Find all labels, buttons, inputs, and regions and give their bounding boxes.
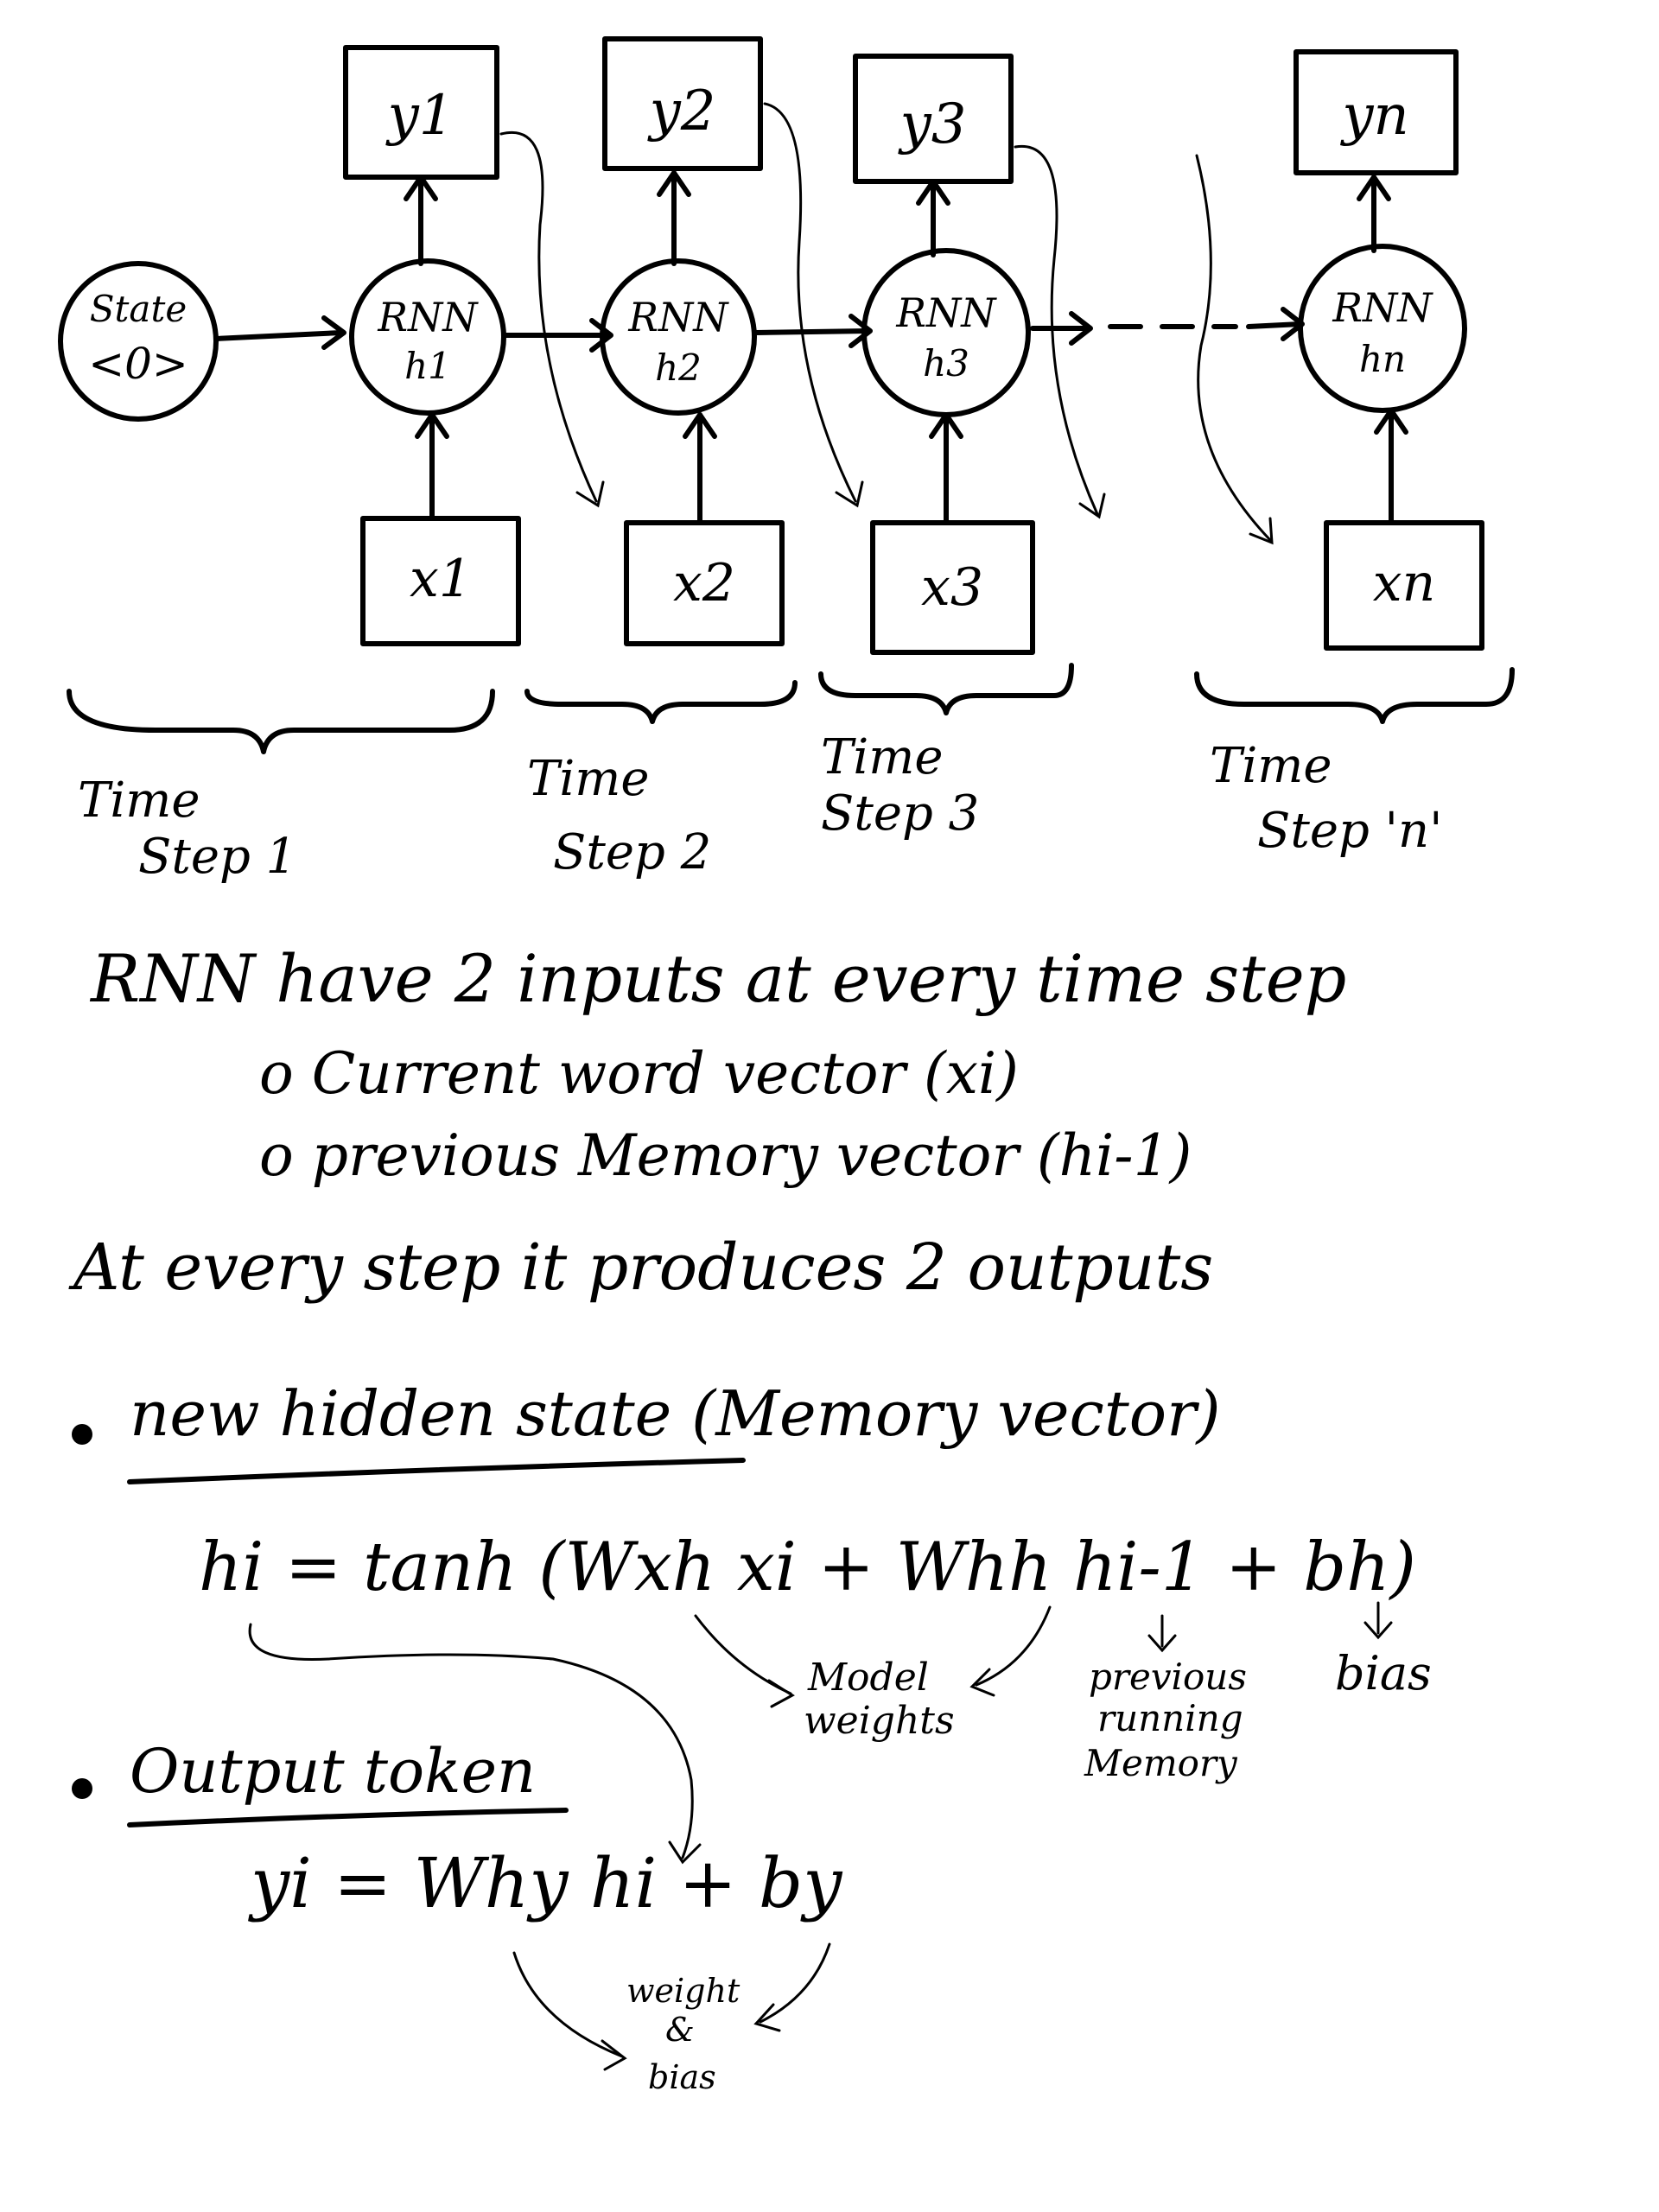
notes-bullet-previous-memory: o previous Memory vector (hi-1)	[259, 1122, 1192, 1189]
input-box-x3	[870, 520, 1035, 655]
state-to-rnn1-arrow	[213, 330, 344, 341]
output-label-y3: y3	[898, 92, 967, 156]
output-label-y2: y2	[647, 79, 716, 143]
rnn-cell-2: y2 RNN h2 x2	[524, 36, 798, 724]
notes-bullet-current-word: o Current word vector (xi)	[259, 1040, 1019, 1107]
hidden-label-h1: h1	[404, 345, 451, 387]
time-step-3-line-b: Step 3	[821, 785, 979, 842]
time-step-brace-2	[524, 680, 798, 724]
notes-line-rnn-inputs: RNN have 2 inputs at every time step	[91, 940, 1347, 1017]
annotation-bias-2: bias	[648, 2058, 716, 2096]
input-box-x2	[624, 520, 785, 646]
annotation-memory: Memory	[1084, 1742, 1237, 1784]
rnn-node-n	[1298, 244, 1467, 413]
output-feedback-arrows	[499, 102, 1274, 545]
time-step-n-line-a: Time	[1210, 738, 1332, 794]
hidden-label-hn: hn	[1359, 338, 1406, 380]
equation-hidden-state: hi = tanh (Wxh xi + Whh hi-1 + bh)	[199, 1529, 1416, 1606]
annotation-previous: previous	[1089, 1656, 1247, 1698]
hidden-label-h3: h3	[923, 342, 969, 385]
time-step-brace-1	[67, 689, 495, 754]
annotation-weight: weight	[626, 1972, 741, 2010]
bullet-dot-2	[72, 1778, 92, 1799]
annotation-bias: bias	[1335, 1646, 1432, 1700]
annotation-weights: weights	[804, 1699, 955, 1743]
input-label-x3: x3	[921, 557, 983, 618]
annotation-ampersand: &	[665, 2011, 695, 2049]
time-step-1-line-a: Time	[78, 772, 200, 829]
notes-line-outputs: At every step it produces 2 outputs	[73, 1230, 1214, 1305]
bullet-dot-1	[72, 1424, 92, 1445]
equation-annotation-arrows	[248, 1601, 1393, 2071]
annotation-running: running	[1097, 1697, 1243, 1739]
input-box-xn	[1324, 520, 1484, 651]
rnn-node-label-2: RNN	[627, 294, 729, 340]
output-label-yn: yn	[1339, 84, 1408, 148]
equation-output-token: yi = Why hi + by	[251, 1843, 842, 1923]
rnn-node-label-n: RNN	[1332, 284, 1433, 331]
input-label-xn: xn	[1373, 553, 1435, 613]
rnn-cell-1: y1 RNN h1 x1	[67, 45, 521, 754]
rnn-node-2	[600, 258, 757, 416]
time-step-1-line-b: Step 1	[138, 829, 296, 885]
output-label-y1: y1	[385, 84, 454, 148]
hidden-label-h2: h2	[655, 346, 702, 389]
input-label-x1: x1	[410, 549, 472, 609]
rnn-node-label-3: RNN	[895, 289, 997, 336]
time-step-n-line-b: Step 'n'	[1257, 803, 1443, 859]
rnn-cell-3: y3 RNN h3 x3	[818, 54, 1074, 715]
output-box-yn	[1294, 49, 1459, 175]
time-step-2-line-a: Time	[527, 751, 650, 807]
state-label: State	[90, 288, 187, 330]
annotation-model: Model	[808, 1656, 929, 1700]
time-step-2-line-b: Step 2	[553, 824, 711, 880]
time-step-brace-n	[1194, 667, 1515, 724]
bullet-hidden-state-title: new hidden state (Memory vector)	[130, 1377, 1221, 1450]
input-box-x1	[360, 516, 521, 646]
state-value: <0>	[88, 339, 188, 389]
underline-hidden-state	[127, 1458, 746, 1484]
time-step-brace-3	[818, 663, 1074, 715]
input-label-x2: x2	[673, 553, 735, 613]
output-box-y2	[602, 36, 763, 171]
underline-output-token	[127, 1808, 569, 1827]
time-step-3-line-a: Time	[821, 729, 944, 785]
rnn-cell-n: yn RNN hn xn	[1194, 49, 1515, 724]
bullet-output-token-title: Output token	[130, 1736, 537, 1807]
rnn-node-label-1: RNN	[377, 294, 479, 340]
